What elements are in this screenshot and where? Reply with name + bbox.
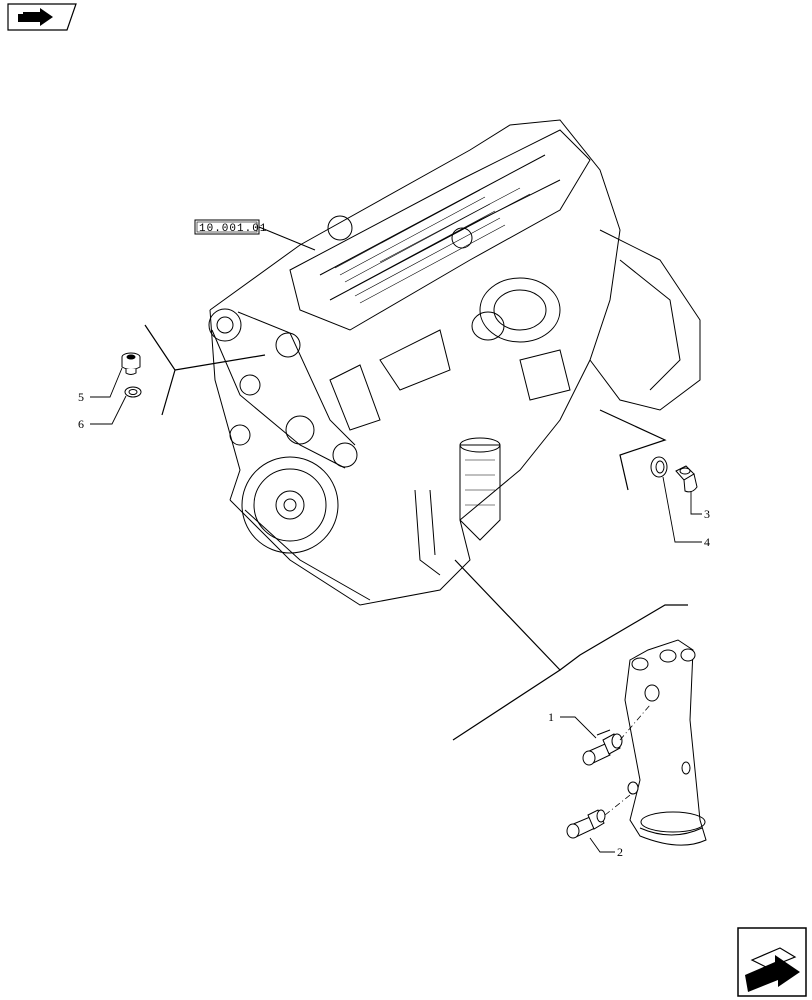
book-arrow-icon[interactable] bbox=[7, 3, 77, 31]
part-3-plug[interactable] bbox=[675, 465, 698, 493]
part-1-fitting[interactable] bbox=[582, 729, 623, 766]
callout-1: 1 bbox=[548, 710, 554, 724]
next-page-arrow-icon[interactable] bbox=[737, 927, 807, 997]
part-2-fitting[interactable] bbox=[566, 809, 606, 839]
reference-box[interactable]: 10.001.01 bbox=[194, 219, 316, 251]
part-4-washer[interactable] bbox=[650, 456, 668, 478]
reference-text: 10.001.01 bbox=[199, 223, 267, 235]
callout-3: 3 bbox=[704, 507, 710, 521]
coolant-pipe-detail bbox=[624, 639, 707, 846]
part-6-washer[interactable] bbox=[124, 386, 142, 398]
part-5-plug[interactable] bbox=[121, 352, 141, 375]
callout-5: 5 bbox=[78, 390, 84, 404]
callout-6: 6 bbox=[78, 417, 84, 431]
separator-lines bbox=[144, 324, 688, 741]
engine-assembly bbox=[208, 119, 701, 606]
callout-4: 4 bbox=[704, 535, 710, 549]
callout-2: 2 bbox=[617, 845, 623, 859]
